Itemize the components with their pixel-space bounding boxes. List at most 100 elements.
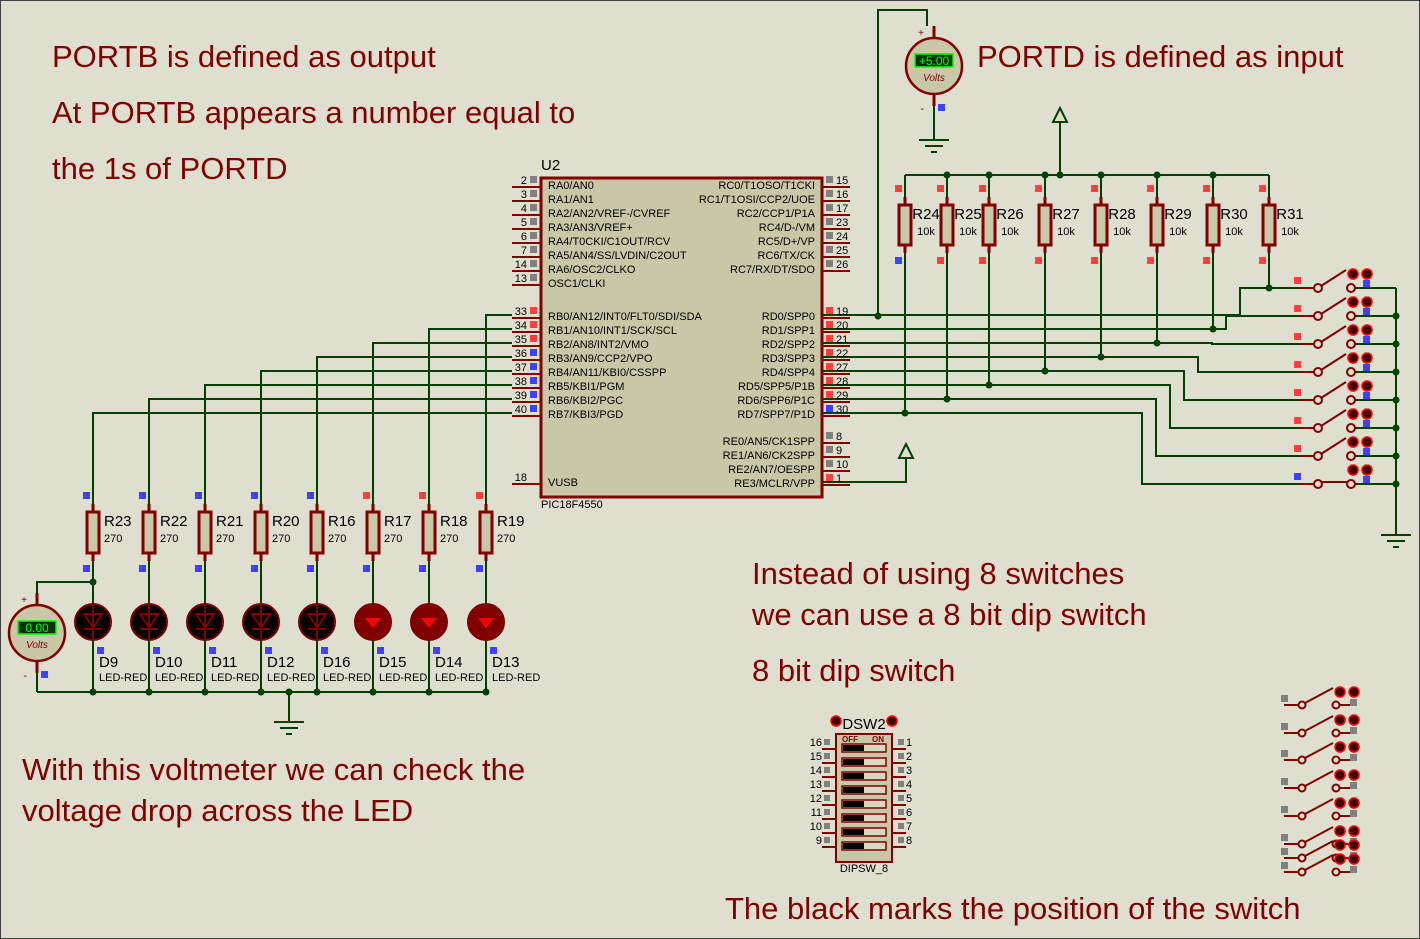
switch-open-button (1347, 352, 1359, 364)
spare-switch[interactable] (1281, 714, 1360, 738)
note-portb-number: At PORTB appears a number equal to (52, 95, 575, 130)
spare-switch[interactable] (1281, 769, 1360, 793)
spare-switch[interactable] (1281, 797, 1360, 821)
note-dip-switch: we can use a 8 bit dip switch (751, 597, 1147, 632)
pin-state-marker (1281, 750, 1288, 757)
pin-number: 22 (836, 348, 848, 360)
pin-state-marker (1294, 417, 1301, 424)
note-portd-ones: the 1s of PORTD (52, 151, 287, 186)
resistor-R18[interactable] (419, 492, 437, 572)
switch-7[interactable] (1294, 436, 1396, 461)
resistor-R17[interactable] (363, 492, 381, 572)
switch-2[interactable] (1294, 296, 1396, 321)
pin-state-marker (195, 565, 202, 572)
led-D14[interactable] (410, 603, 448, 654)
pin-number: 21 (836, 334, 848, 346)
dip-off-label: OFF (842, 735, 858, 744)
pin-label: RA1/AN1 (548, 194, 594, 206)
pin-state-marker (826, 349, 833, 356)
resistor-value: 270 (328, 533, 346, 545)
junction-dot (257, 688, 265, 696)
led-D15[interactable] (354, 603, 392, 654)
switch-3[interactable] (1294, 324, 1396, 349)
pin-label: OSC1/CLKI (548, 278, 605, 290)
dip-pin-number: 13 (810, 779, 822, 791)
voltmeter-reading: +5.00 (919, 54, 950, 68)
pin-state-marker (1035, 185, 1042, 192)
junction-dot (1097, 353, 1105, 361)
resistor-R25[interactable] (937, 185, 955, 264)
resistor-R31[interactable] (1259, 185, 1277, 264)
pin-state-marker (377, 647, 384, 654)
resistor-ref: R19 (497, 513, 525, 530)
resistor-value: 10k (1225, 226, 1243, 238)
pin-state-marker (41, 671, 48, 678)
resistor-R20[interactable] (251, 492, 269, 572)
switch-6[interactable] (1294, 408, 1396, 433)
led-D13[interactable] (467, 603, 505, 654)
pin-label: RB2/AN8/INT2/VMO (548, 339, 649, 351)
pin-number: 24 (836, 231, 848, 243)
resistor-R16[interactable] (307, 492, 325, 572)
led-D9[interactable] (74, 603, 112, 654)
led-D16[interactable] (298, 603, 336, 654)
spare-switch[interactable] (1281, 741, 1360, 765)
resistor-R26[interactable] (979, 185, 997, 264)
pin-state-marker (476, 565, 483, 572)
resistor-R30[interactable] (1203, 185, 1221, 264)
pin-state-marker (826, 232, 833, 239)
portd-wire (822, 398, 1305, 457)
pin-label: RB5/KBI1/PGM (548, 381, 624, 393)
resistor-value: 10k (1281, 226, 1299, 238)
pin-state-marker (1259, 185, 1266, 192)
pin-state-marker (826, 190, 833, 197)
pin-state-marker (937, 257, 944, 264)
pin-number: 37 (515, 362, 527, 374)
led-D12[interactable] (242, 603, 280, 654)
resistor-R24[interactable] (895, 185, 913, 264)
resistor-R19[interactable] (476, 492, 494, 572)
switch-5[interactable] (1294, 380, 1396, 405)
pin-label: RD0/SPP0 (762, 311, 815, 323)
resistor-R29[interactable] (1147, 185, 1165, 264)
resistor-R21[interactable] (195, 492, 213, 572)
pin-state-marker (1350, 727, 1357, 734)
resistor-R22[interactable] (139, 492, 157, 572)
wire (36, 581, 93, 593)
pin-state-marker (826, 460, 833, 467)
portd-wire (822, 370, 1305, 401)
wire (822, 458, 907, 483)
resistor-R28[interactable] (1091, 185, 1109, 264)
resistor-value: 270 (104, 533, 122, 545)
resistor-R23[interactable] (83, 492, 101, 572)
pin-number: 6 (521, 231, 527, 243)
pin-label: RA2/AN2/VREF-/CVREF (548, 208, 671, 220)
resistor-ref: R26 (996, 206, 1024, 223)
pin-state-marker (530, 274, 537, 281)
resistor-R27[interactable] (1035, 185, 1053, 264)
dip-on-label: ON (872, 735, 884, 744)
pin-state-marker (1281, 723, 1288, 730)
pin-state-marker (1294, 305, 1301, 312)
spare-switch[interactable] (1281, 686, 1360, 710)
pin-number: 27 (836, 362, 848, 374)
dip-pin-number: 7 (906, 821, 912, 833)
spare-switch[interactable] (1281, 853, 1360, 877)
led-D11[interactable] (186, 603, 224, 654)
switch-close-button (1361, 296, 1373, 308)
junction-dot (482, 688, 490, 696)
switch-1[interactable] (1294, 268, 1396, 293)
pin-state-marker (1363, 420, 1370, 427)
component-labels: R23270R22270R21270R20270R16270R17270R182… (99, 206, 1304, 684)
led-D10[interactable] (130, 603, 168, 654)
switch-8[interactable] (1294, 464, 1396, 489)
switch-close-button (1361, 380, 1373, 392)
pin-state-marker (530, 377, 537, 384)
resistor-value: 270 (384, 533, 402, 545)
switch-4[interactable] (1294, 352, 1396, 377)
pin-state-marker (1091, 185, 1098, 192)
